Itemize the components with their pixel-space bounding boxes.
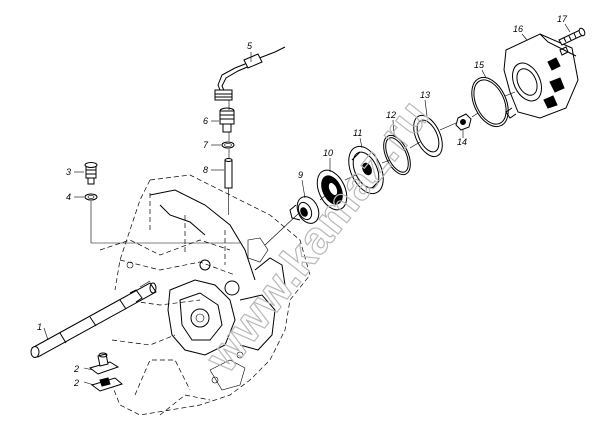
plug-part bbox=[84, 162, 98, 185]
part-label-2b: 2 bbox=[73, 378, 79, 388]
gearbox-housing bbox=[99, 174, 311, 416]
shaft-part bbox=[30, 280, 157, 358]
switch-part bbox=[219, 107, 235, 133]
part-label-9: 9 bbox=[298, 170, 303, 180]
o-ring-large bbox=[471, 76, 509, 128]
part-label-5: 5 bbox=[247, 41, 253, 51]
part-label-2a: 2 bbox=[73, 364, 79, 374]
part-label-10: 10 bbox=[323, 148, 333, 158]
bracket-lower bbox=[90, 377, 124, 392]
watermark-text: www.kamaz.ru bbox=[194, 89, 439, 382]
cover-plate bbox=[348, 145, 384, 195]
assembly-axis bbox=[264, 91, 516, 246]
part-label-6: 6 bbox=[203, 116, 208, 126]
part-label-17: 17 bbox=[557, 14, 568, 24]
part-label-1: 1 bbox=[37, 322, 42, 332]
housing-cover bbox=[503, 33, 579, 119]
nut-part bbox=[455, 113, 472, 131]
bearing-collar bbox=[289, 196, 320, 224]
part-label-13: 13 bbox=[420, 90, 430, 100]
bolt-part bbox=[558, 27, 586, 46]
label-leaders bbox=[43, 23, 571, 386]
part-label-8: 8 bbox=[203, 165, 208, 175]
part-label-3: 3 bbox=[66, 167, 71, 177]
part-label-16: 16 bbox=[513, 24, 523, 34]
disk-part bbox=[316, 169, 348, 211]
part-labels: 1 2 2 3 4 5 6 7 8 9 10 11 12 13 14 15 16… bbox=[37, 14, 568, 388]
o-ring-small bbox=[221, 141, 235, 149]
seal-ring bbox=[383, 134, 411, 176]
pin-part bbox=[224, 158, 233, 215]
part-label-15: 15 bbox=[474, 60, 485, 70]
part-label-14: 14 bbox=[457, 137, 467, 147]
sensor-with-wire bbox=[214, 46, 286, 101]
gasket-part bbox=[413, 114, 443, 158]
part-label-7: 7 bbox=[203, 140, 209, 150]
bracket-upper bbox=[88, 352, 120, 375]
part-label-4: 4 bbox=[66, 192, 71, 202]
washer-part bbox=[84, 193, 98, 201]
washer-leader bbox=[90, 201, 240, 244]
part-label-12: 12 bbox=[386, 110, 396, 120]
part-label-11: 11 bbox=[353, 128, 362, 138]
